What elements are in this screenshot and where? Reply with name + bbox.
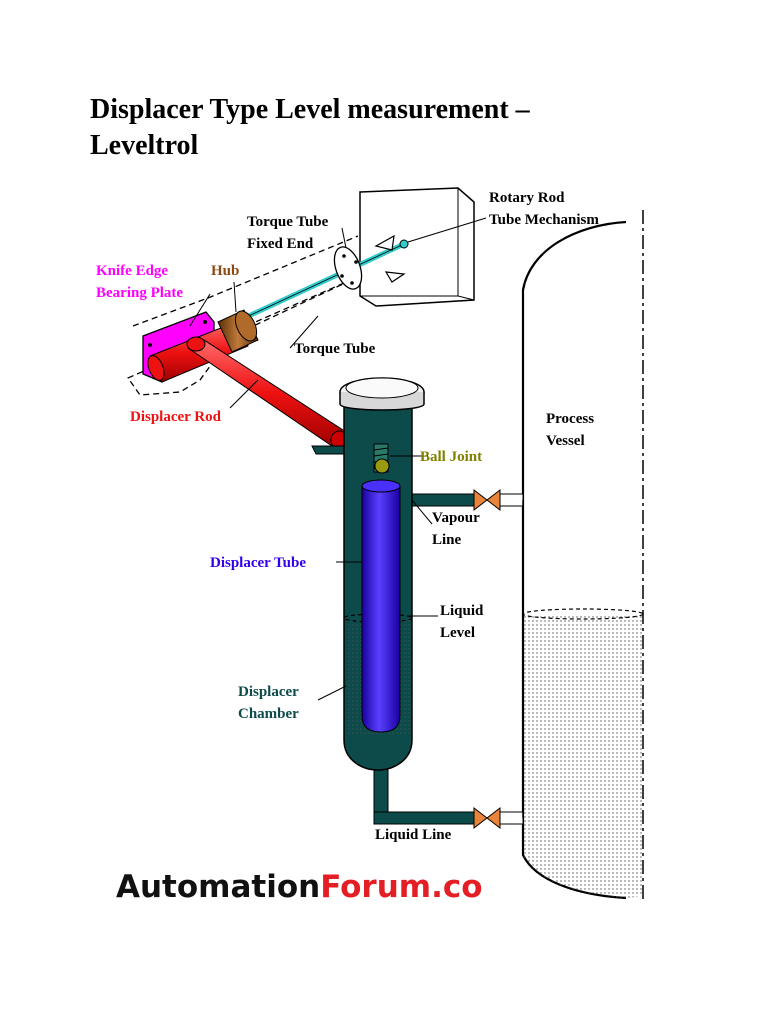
rotary-rod-end [399, 239, 409, 249]
title-line-1: Displacer Type Level measurement – [90, 94, 530, 125]
label-hub: Hub [211, 263, 239, 279]
label-torque-fixed-2: Fixed End [247, 236, 314, 252]
vapour-line-valve [473, 488, 501, 512]
label-displacer-chamber-2: Chamber [238, 706, 299, 722]
brand-logo: AutomationForum.co [116, 869, 483, 905]
brand-logo-part-1: Automation [116, 869, 320, 905]
page-title: Displacer Type Level measurement – Level… [90, 92, 710, 164]
label-knife-edge-2: Bearing Plate [96, 285, 183, 301]
vessel-liquid [523, 616, 643, 898]
label-liquid-level-2: Level [440, 625, 475, 641]
label-knife-edge-1: Knife Edge [96, 263, 168, 279]
label-rotary-rod-2: Tube Mechanism [489, 212, 599, 228]
label-displacer-tube: Displacer Tube [210, 555, 306, 571]
leader-lines [189, 217, 487, 701]
label-process-vessel-2: Vessel [546, 433, 585, 449]
displacer-tube [361, 479, 401, 733]
process-vessel [521, 210, 644, 900]
liquid-line-valve [473, 806, 501, 830]
label-process-vessel-1: Process [546, 411, 594, 427]
rotary-mechanism-housing [359, 187, 475, 307]
ball-joint [374, 458, 390, 474]
label-liquid-level-1: Liquid [440, 603, 484, 619]
label-vapour-line-2: Line [432, 532, 462, 548]
label-displacer-rod: Displacer Rod [130, 409, 222, 425]
label-vapour-line-1: Vapour [432, 510, 480, 526]
label-ball-joint: Ball Joint [420, 449, 482, 465]
label-liquid-line: Liquid Line [375, 827, 452, 843]
title-line-2: Leveltrol [90, 130, 199, 161]
hub [217, 309, 259, 353]
label-torque-tube: Torque Tube [294, 341, 376, 357]
label-torque-fixed-1: Torque Tube [247, 214, 329, 230]
torque-tube-flange [333, 246, 363, 290]
label-displacer-chamber-1: Displacer [238, 684, 299, 700]
brand-logo-part-2: Forum.co [320, 869, 482, 905]
displacer-rod [147, 321, 381, 463]
label-rotary-rod-1: Rotary Rod [489, 190, 565, 206]
